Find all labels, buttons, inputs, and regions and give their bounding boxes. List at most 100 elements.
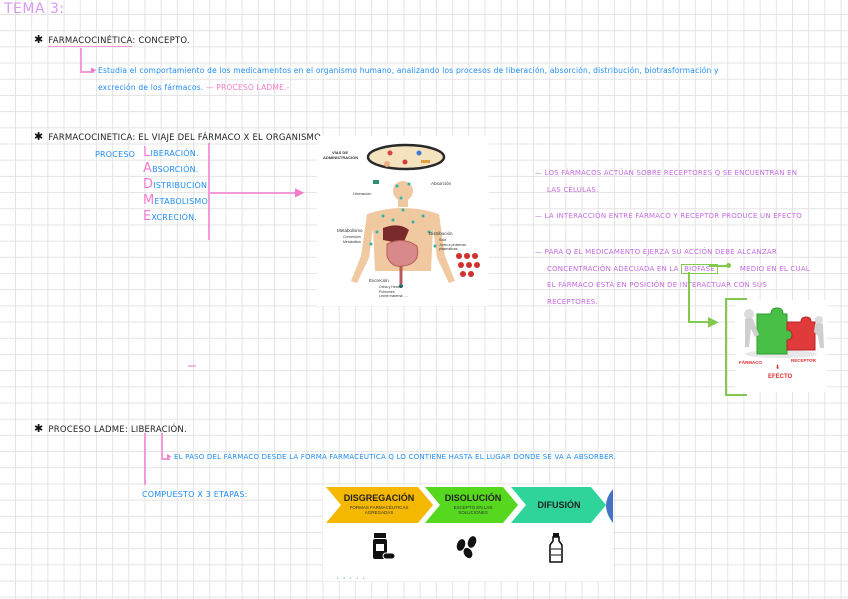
ladme-letter: M <box>143 193 155 208</box>
next-stage-edge <box>606 489 613 523</box>
stage-subtitle: EXCEPTO EN LAS SOLUCIONES <box>453 505 493 515</box>
route-icon <box>402 159 408 165</box>
organs-cluster <box>456 253 480 277</box>
distribucion-list: Sola Junto a proteínas plasmáticas <box>439 238 479 252</box>
section3-definition: El paso del fármaco desde la forma farma… <box>174 453 616 461</box>
ladme-list: LIBERACIÓN. ABSORCIÓN. DISTRIBUCIÓN. MET… <box>143 145 210 225</box>
section2-heading: ✱ Farmacocinetica: el viaje del fármaco x… <box>34 130 324 143</box>
note-1: — Los fármacos actúan sobre receptores q… <box>535 165 797 199</box>
ladme-letter: E <box>143 209 152 224</box>
bracket-line <box>725 298 747 300</box>
drug-receptor-image: FÁRMACO RECEPTOR ⬇ EFECTO <box>735 300 827 392</box>
metabolismo-label: Metabolismo <box>337 228 363 233</box>
ladme-letter: D <box>143 177 154 192</box>
biofase-term: BIOFASE <box>681 263 718 274</box>
section1-heading-term: Farmacocinética <box>48 36 133 47</box>
excrecion-label: Excreción <box>369 278 389 283</box>
ladme-letter: L <box>143 145 151 160</box>
list-item: Orina y Heces <box>379 285 402 289</box>
drug-particles <box>369 182 437 248</box>
stage-difusion: DIFUSIÓN <box>519 500 599 510</box>
excrecion-list: Orina y Heces Pulmones Leche materna, ..… <box>379 285 408 299</box>
ladme-item: LIBERACIÓN. <box>143 145 210 161</box>
list-item: Leche materna, .... <box>379 294 409 298</box>
section1-heading-rest: : concepto. <box>132 36 190 46</box>
receptor-label: RECEPTOR <box>791 358 816 363</box>
figure-head <box>815 316 823 324</box>
connector-line <box>161 458 170 460</box>
asterisk-icon: ✱ <box>34 33 44 46</box>
list-item: Junto a proteínas plasmáticas <box>439 242 467 252</box>
asterisk-icon: ✱ <box>34 422 44 435</box>
efecto-label: EFECTO <box>768 374 793 380</box>
ladme-word: XCRECIÓN. <box>151 213 198 222</box>
body-illustration <box>351 143 480 288</box>
note-line: — Para q el medicamento ejerza su acción… <box>535 248 777 256</box>
liberation-stages-image: DISGREGACIÓN FORMAS FARMACÉUTICAS AGREGA… <box>323 485 613 581</box>
arrow-icon: ▶ <box>167 454 172 460</box>
liberacion-label: Liberación <box>353 191 372 196</box>
absorcion-label: Absorción <box>431 181 452 186</box>
ladme-item: METABOLISMO. <box>143 193 210 209</box>
stage-title: DISOLUCIÓN <box>444 493 502 503</box>
puzzle-illustration <box>744 307 824 358</box>
chevron-difusion <box>511 487 606 523</box>
stage-disolucion: DISOLUCIÓN EXCEPTO EN LAS SOLUCIONES <box>433 493 513 515</box>
bracket-line <box>725 394 747 396</box>
connector-line <box>688 272 690 322</box>
stages-chevrons <box>326 487 613 523</box>
ladme-word: BSORCIÓN. <box>152 165 199 174</box>
neck <box>398 199 408 207</box>
stage-title: DIFUSIÓN <box>537 500 581 510</box>
puzzle-red <box>786 316 816 351</box>
farmaco-label: FÁRMACO <box>739 360 762 365</box>
connector-line <box>208 192 298 194</box>
definition-text: excreción de los fármacos. <box>98 83 204 92</box>
section3-heading-pre: Proceso LADME: <box>48 425 131 435</box>
ladme-word: IBERACIÓN. <box>150 149 199 158</box>
section1-definition-line2: excreción de los fármacos. — PROCESO LAD… <box>98 83 290 92</box>
list-item: Pulmones <box>379 289 395 294</box>
biofase-definition: Medio en el cual <box>739 264 810 273</box>
bracket-line <box>208 143 210 240</box>
figure-body <box>745 318 759 347</box>
bottle-icon <box>549 533 563 563</box>
note-line: receptores. <box>547 297 598 306</box>
stage-disgregacion: DISGREGACIÓN FORMAS FARMACÉUTICAS AGREGA… <box>333 493 425 515</box>
liver <box>383 225 409 244</box>
list-item: Conversión <box>343 235 361 239</box>
arrow-icon: ▶ <box>295 185 305 199</box>
section3-heading: ✱Proceso LADME: Liberación. <box>34 422 187 435</box>
chevron-disgregacion <box>326 487 433 523</box>
ladme-body-diagram: VÍAS DE ADMINISTRACIÓN Absorción Liberac… <box>317 136 489 306</box>
distribucion-label: Distribución <box>429 231 453 236</box>
stage-subtitle: FORMAS FARMACÉUTICAS AGREGADAS <box>349 505 409 515</box>
list-item: Sola <box>439 238 447 242</box>
dot-icon <box>726 263 731 268</box>
pill <box>373 180 379 184</box>
connector-line <box>80 48 82 72</box>
ladme-word: ETABOLISMO. <box>154 197 211 206</box>
figure-head <box>744 309 754 319</box>
chevron-disolucion <box>425 487 518 523</box>
note-line: concentración adecuada en la <box>547 264 679 273</box>
note-2: — La interacción entre fármaco y recepto… <box>535 212 802 220</box>
figure-body <box>814 323 824 348</box>
arrow-icon: ▶ <box>91 67 97 74</box>
intestines <box>386 240 419 267</box>
ladme-word: ISTRIBUCIÓN. <box>153 181 210 190</box>
note-line: el fármaco está en posición de interactu… <box>547 281 767 289</box>
stray-mark <box>188 365 196 367</box>
proceso-label: PROCESO <box>95 150 136 159</box>
arrow-icon: ▶ <box>708 313 719 329</box>
ladme-item: DISTRIBUCIÓN. <box>143 177 210 193</box>
beans-icon <box>456 536 477 559</box>
asterisk-icon: ✱ <box>34 130 44 143</box>
note-line: — Los fármacos actúan sobre receptores q… <box>535 169 798 177</box>
arms <box>351 256 455 283</box>
pill-bottle-icon <box>373 533 395 560</box>
connector-line <box>80 71 94 73</box>
section2-heading-text: Farmacocinetica: el viaje del fármaco x … <box>48 133 324 143</box>
connector-line <box>688 321 710 323</box>
page-title: TEMA 3: <box>4 1 65 17</box>
